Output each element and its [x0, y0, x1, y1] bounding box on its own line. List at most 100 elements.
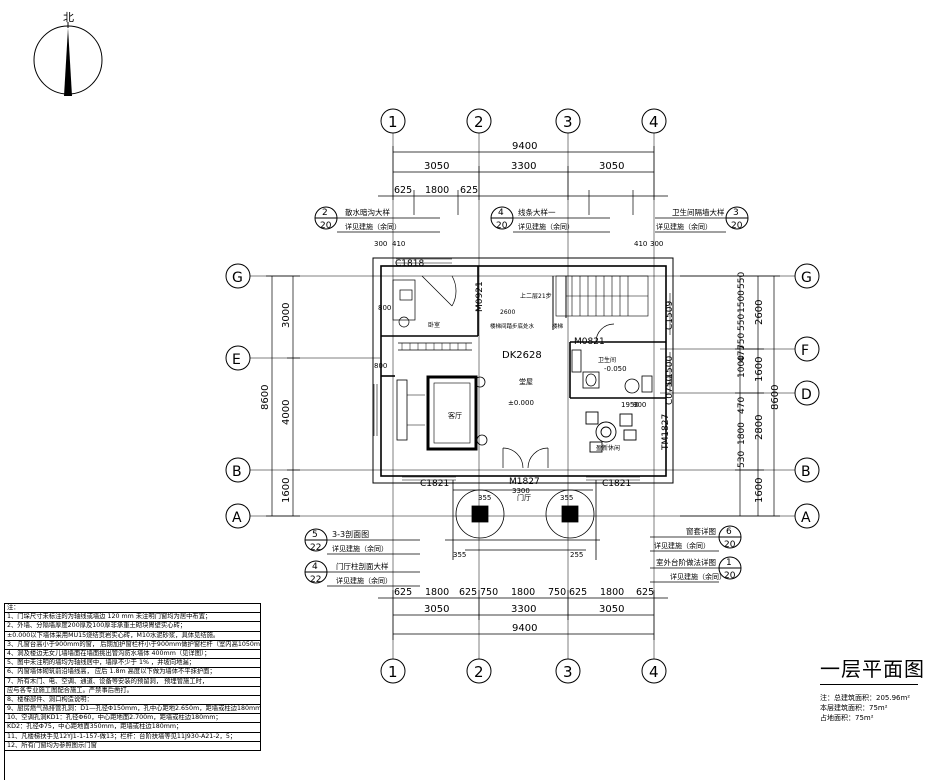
label-1950: 1950: [621, 401, 639, 409]
axis-bubbles-left: G E B A: [225, 263, 251, 529]
label-bedroom: 卧室: [428, 321, 440, 329]
dim-bot-sub-9: 625: [636, 587, 654, 598]
axis-4-bottom: 4: [649, 663, 659, 681]
dim-rs-8: 470: [737, 397, 747, 414]
dim-top-sub-2: 1800: [425, 185, 449, 196]
callout-rt-ref: 详见建施（余同）: [656, 222, 712, 231]
label-tm1827: TM1827: [661, 414, 671, 451]
north-label: 北: [63, 11, 74, 24]
note-line: 12、所有门窗均为参照图示门窗: [5, 741, 261, 751]
dim-rs-3: 550: [737, 314, 747, 331]
axis-4-top: 4: [649, 113, 659, 131]
callout-ll-sheet: 22: [310, 575, 321, 585]
label-foyer: 门厅: [517, 493, 531, 502]
label-255: 255: [570, 551, 583, 559]
label-floor-note: 楼梯间踏步底处水: [490, 322, 535, 330]
callout-rm-title: 窗套详图: [686, 526, 716, 536]
label-900: 900: [633, 401, 646, 409]
axis-B-left: B: [232, 464, 242, 480]
stair-icon: [555, 275, 649, 317]
room-labels: C1818 M0921 上二层21步 2600 楼梯间踏步底处水 楼梯 卧室 D…: [374, 240, 675, 559]
label-355-b: 355: [560, 494, 573, 502]
label-410-top: 410: [392, 240, 405, 248]
living-furniture: [396, 375, 488, 451]
dim-bot-sub-3: 625: [459, 587, 477, 598]
axis-B-right: B: [801, 464, 811, 480]
dim-top-bay-1: 3050: [424, 161, 449, 172]
callout-ll-ref: 详见建施（余同）: [336, 576, 392, 585]
axis-1-bottom: 1: [388, 663, 398, 681]
dim-right-bay-1: 2600: [754, 300, 765, 325]
dim-bot-sub-2: 1800: [425, 587, 449, 598]
label-level-bath: -0.050: [604, 365, 627, 373]
callout-rm-num: 6: [726, 527, 732, 537]
callout-lt-title: 散水暗沟大样: [345, 207, 390, 217]
callout-right-mid: 6 20 窗套详图 详见建施（余同）: [650, 525, 742, 552]
label-up-stair: 上二层21步: [520, 292, 552, 300]
callout-rl-title: 室外台阶做法详图: [656, 557, 716, 567]
dim-left-total: 8600: [260, 385, 271, 410]
door-swings: [502, 323, 615, 469]
note-line: KD2：孔径Φ75，中心距地面350mm，距墙或柱边180mm；: [5, 723, 261, 733]
right-dimensions: [680, 275, 780, 517]
dim-bot-sub-6: 750: [548, 587, 566, 598]
callout-rm-ref: 详见建施（余同）: [654, 541, 710, 550]
notes-table: 注： 1、门垛尺寸未标注的为轴线或墙边 120 mm 未注明门窗均为居中布置； …: [4, 603, 261, 780]
note-line: 3、凡窗台高小于900mm的窗， 后期加护窗栏杆小于900mm做护窗栏杆（室内高…: [5, 640, 261, 650]
label-level0: ±0.000: [508, 399, 534, 407]
north-arrow-icon: 北: [33, 11, 103, 96]
label-410-top-r: 410: [634, 240, 647, 248]
dim-bot-sub-1: 625: [394, 587, 412, 598]
callout-rl-num: 1: [726, 558, 732, 568]
label-3300: 3300: [512, 487, 530, 495]
dim-top-bay-2: 3300: [511, 161, 536, 172]
label-m0921: M0921: [475, 281, 485, 312]
label-c1821-right: C1821: [602, 479, 631, 489]
label-300-top-r: 300: [650, 240, 663, 248]
note-line: 4、洞及楼边无女儿墙墙面在墙面挑出管沟防水墙体 400mm（见详图）；: [5, 649, 261, 660]
bottom-dimensions: [378, 590, 668, 640]
area-floor: 本层建筑面积：75m²: [820, 704, 888, 712]
callout-lt-sheet: 20: [320, 221, 332, 231]
note-line: 8、楼梯部件、洞口构造说明：: [5, 695, 261, 706]
label-800-a: 800: [378, 304, 391, 312]
label-300-top: 300: [374, 240, 387, 248]
dim-rs-5: 475: [737, 345, 747, 362]
area-total: 注：总建筑面积：205.96m²: [820, 694, 911, 702]
callout-lt-num: 2: [322, 208, 328, 218]
dim-rs-9: 530: [737, 451, 747, 468]
axis-2-top: 2: [474, 113, 484, 131]
axis-bubbles-right: G F D B A: [794, 263, 820, 529]
title-block: 一层平面图 注：总建筑面积：205.96m² 本层建筑面积：75m² 占地面积：…: [820, 653, 940, 723]
label-c0750: C0750: [665, 376, 675, 405]
callout-rt-sheet: 20: [731, 221, 743, 231]
bedroom-furniture: [392, 275, 472, 351]
callout-lm-title: 3-3剖面图: [332, 529, 369, 539]
label-355-a: 355: [478, 494, 491, 502]
label-stair-note: 楼梯: [552, 322, 564, 330]
dim-right-bay-2: 1600: [754, 357, 765, 382]
top-dimensions: [378, 146, 668, 215]
note-line: 11、凡楼梯扶手见12YJ1-1-157-做13；栏杆：台阶扶墙等见11J930…: [5, 732, 261, 742]
callout-rt-title: 卫生间隔墙大样: [672, 207, 725, 217]
label-2600: 2600: [500, 309, 515, 316]
right-sub-dims: 550 1500 550 750 475 1000 1800 470 530: [737, 272, 747, 468]
dim-rs-4: 750: [737, 333, 747, 350]
bathroom-fixtures: [571, 349, 653, 394]
callout-rl-ref: 详见建施（余同）: [670, 572, 726, 581]
callout-lt-ref: 详见建施（余同）: [345, 222, 401, 231]
wardrobe-hatch: [401, 343, 467, 350]
label-m1827: M1827: [509, 477, 540, 487]
callout-right-low: 1 20 室外台阶做法详图 详见建施（余同）: [650, 556, 742, 583]
axis-bubbles-top: 1 2 3 4: [380, 108, 667, 134]
dim-rs-1: 550: [737, 272, 747, 289]
axis-1-top: 1: [388, 113, 398, 131]
callout-ll-title: 门厅柱剖面大样: [336, 561, 389, 571]
dim-left-bay-2: 4000: [281, 400, 292, 425]
label-c1821-left: C1821: [420, 479, 449, 489]
note-line: 5、图中未注明的墙均为轴线居中，墙厚不少于 1% ，并坡向地漏；: [5, 659, 261, 669]
axis-bubbles-bottom: 1 2 3 4: [380, 658, 667, 684]
callout-lm-ref: 详见建施（余同）: [332, 544, 388, 553]
